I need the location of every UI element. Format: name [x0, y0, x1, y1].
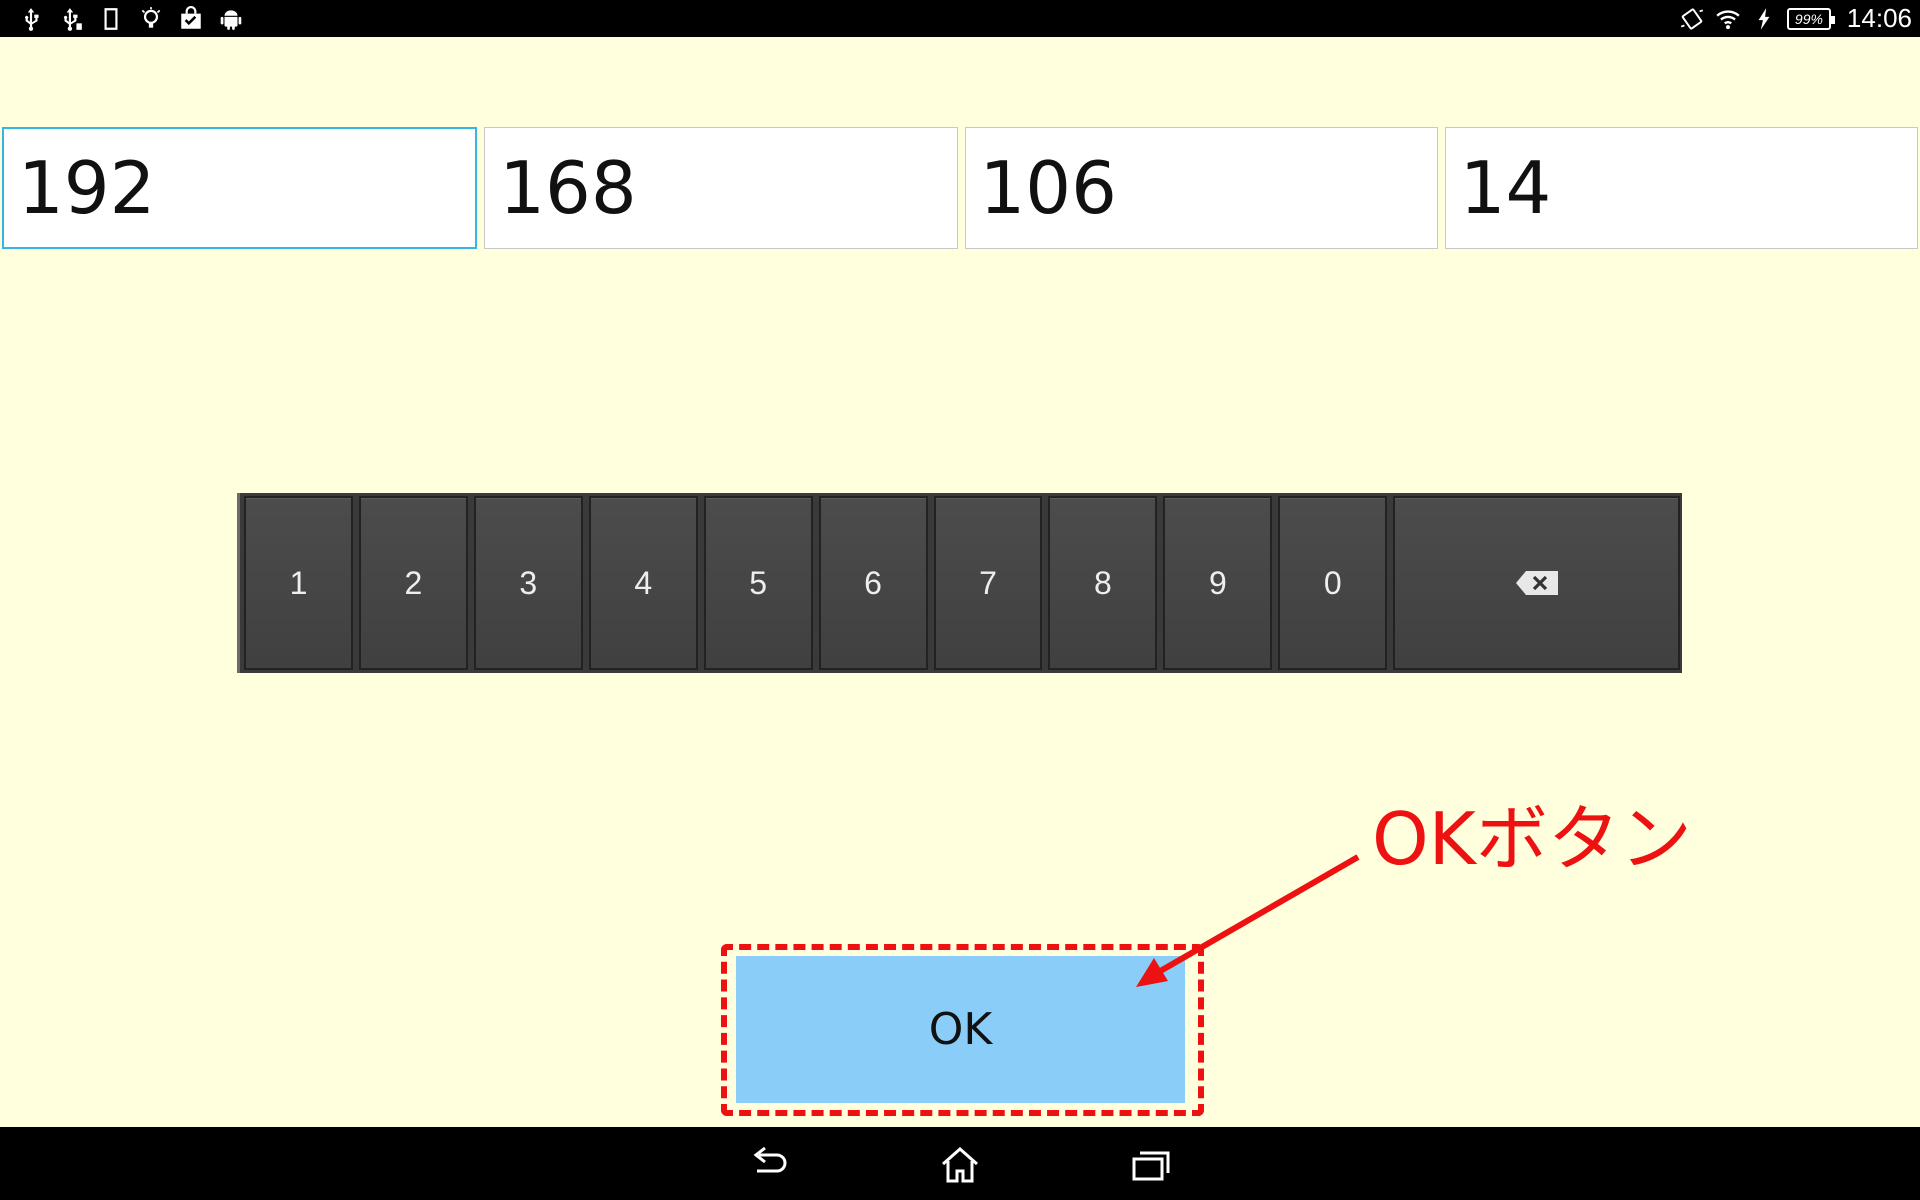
recent-apps-icon — [1132, 1151, 1170, 1181]
ip-octet-4-input[interactable]: 14 — [1444, 127, 1918, 249]
charging-icon — [1751, 6, 1777, 32]
key-4-button[interactable]: 4 — [588, 496, 698, 670]
key-3-button[interactable]: 3 — [473, 496, 583, 670]
usb-debug-icon — [58, 6, 84, 32]
key-7-button[interactable]: 7 — [933, 496, 1043, 670]
key-1-button[interactable]: 1 — [244, 496, 353, 670]
ip-octet-1-input[interactable]: 192 — [2, 127, 478, 249]
sd-card-icon — [98, 6, 124, 32]
navigation-bar — [0, 1127, 1920, 1200]
key-0-button[interactable]: 0 — [1278, 496, 1388, 670]
back-button[interactable] — [747, 1145, 791, 1185]
vibrate-icon — [1679, 6, 1705, 32]
usb-icon — [18, 6, 44, 32]
annotation-label: OKボタン — [1372, 797, 1692, 881]
recent-apps-button[interactable] — [1130, 1145, 1174, 1185]
lightbulb-icon — [138, 6, 164, 32]
ip-octet-2-input[interactable]: 168 — [484, 127, 958, 249]
battery-icon: 99% — [1786, 7, 1835, 30]
ok-button-highlight — [721, 944, 1204, 1116]
shopping-bag-icon — [178, 5, 204, 32]
backspace-icon — [1515, 571, 1558, 595]
home-button[interactable] — [938, 1145, 982, 1185]
key-2-button[interactable]: 2 — [358, 496, 468, 670]
status-system-icons: 99% 14:06 — [1679, 3, 1912, 33]
key-5-button[interactable]: 5 — [703, 496, 813, 670]
backspace-button[interactable] — [1393, 496, 1680, 670]
annotation-arrow — [1136, 854, 1360, 987]
android-icon — [218, 6, 244, 32]
wifi-icon — [1715, 6, 1741, 32]
ip-address-fields: 192 168 106 14 — [2, 127, 1918, 249]
home-icon — [942, 1146, 978, 1183]
key-8-button[interactable]: 8 — [1048, 496, 1158, 670]
status-notification-icons — [18, 4, 244, 33]
key-9-button[interactable]: 9 — [1163, 496, 1273, 670]
numeric-keypad: 1 2 3 4 5 6 7 8 9 0 — [237, 493, 1682, 673]
back-icon — [753, 1146, 787, 1173]
ip-octet-3-input[interactable]: 106 — [964, 127, 1438, 249]
status-bar: 99% 14:06 — [0, 0, 1920, 37]
ok-button[interactable]: OK — [736, 956, 1185, 1103]
clock: 14:06 — [1846, 3, 1912, 33]
key-6-button[interactable]: 6 — [818, 496, 928, 670]
